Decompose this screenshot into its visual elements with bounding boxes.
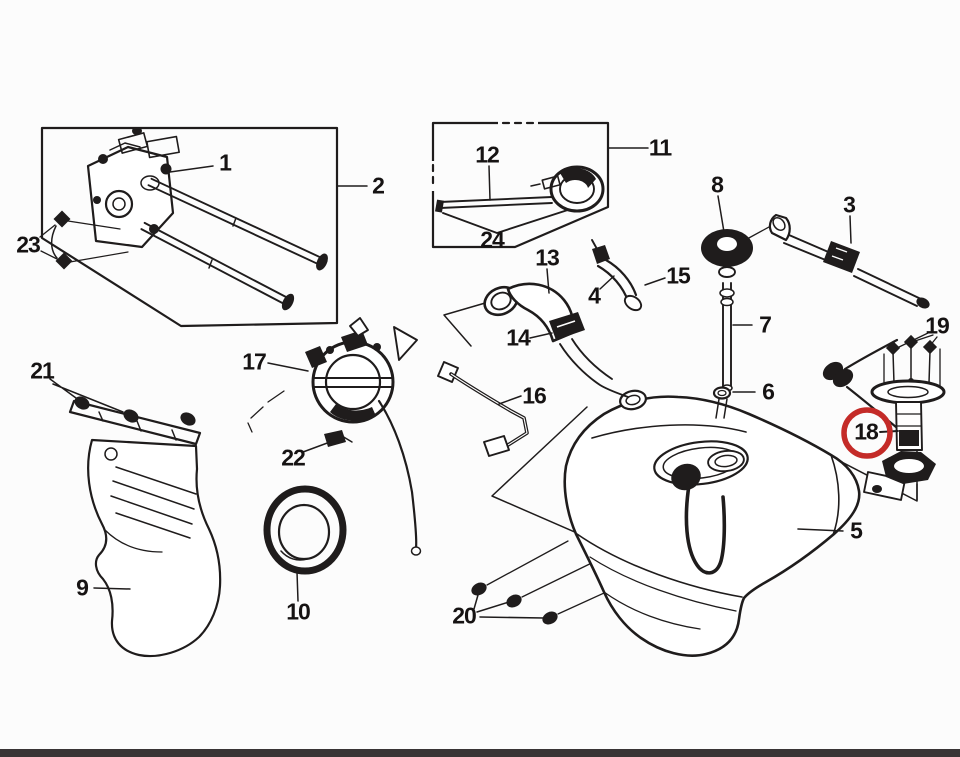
part-label-7: 7: [759, 311, 772, 338]
part-label-4: 4: [588, 282, 601, 309]
part-label-1: 1: [219, 149, 232, 176]
part-label-18: 18: [854, 418, 879, 445]
seal-ring-drawing: [263, 485, 347, 602]
part-label-20: 20: [452, 602, 477, 629]
cover-panel-drawing: [49, 378, 222, 658]
part-label-5: 5: [850, 517, 863, 544]
part-label-24: 24: [480, 226, 505, 253]
fuel-sender-drawing: [822, 332, 946, 501]
part-label-15: 15: [666, 262, 691, 289]
part-label-23: 23: [16, 231, 41, 258]
part-label-12: 12: [475, 141, 500, 168]
part-label-6: 6: [762, 378, 775, 405]
part-label-8: 8: [711, 171, 724, 198]
part-label-10: 10: [286, 598, 311, 625]
filler-hose-drawing: [443, 268, 629, 398]
part-label-17: 17: [242, 348, 267, 375]
breather-hose-drawing: [591, 239, 666, 312]
bracket-box-drawing: [39, 126, 368, 328]
part-label-21: 21: [30, 357, 55, 384]
gauge-tube-drawing: [701, 195, 756, 419]
part-label-16: 16: [522, 382, 547, 409]
part-label-3: 3: [843, 191, 856, 218]
fuel-hose-drawing: [746, 213, 930, 309]
part-label-9: 9: [76, 574, 89, 601]
highlight-circle-part-18: [841, 407, 893, 459]
part-label-13: 13: [535, 244, 560, 271]
fuel-pump-drawing: [247, 317, 529, 556]
part-label-22: 22: [281, 444, 306, 471]
part-label-11: 11: [648, 134, 672, 161]
part-label-2: 2: [372, 172, 385, 199]
cap-box-drawing: [429, 119, 649, 249]
part-label-19: 19: [925, 312, 950, 339]
bottom-bar: [0, 749, 960, 757]
tank-bolts-drawing: [471, 582, 558, 625]
part-label-14: 14: [506, 324, 531, 351]
